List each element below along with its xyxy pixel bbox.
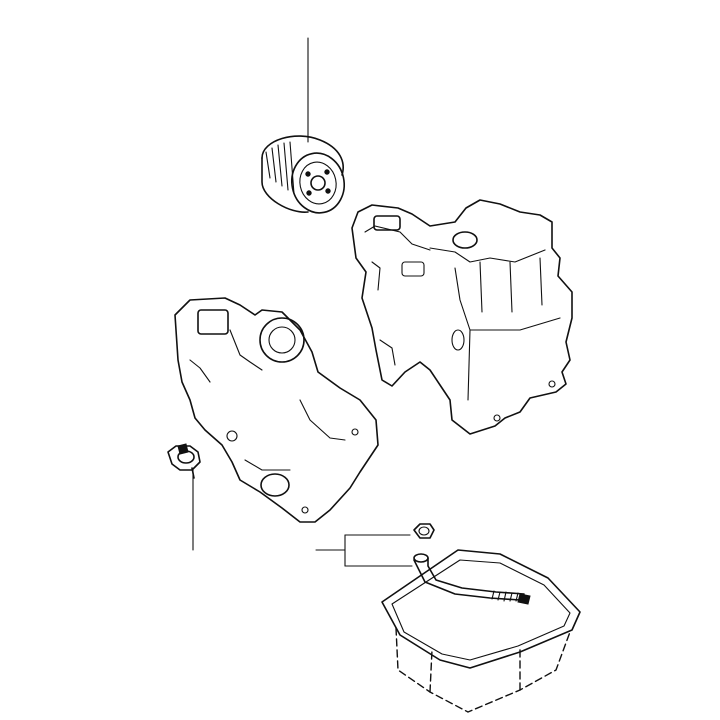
oil-filter-icon[interactable] xyxy=(261,135,350,218)
gear-case-icon[interactable] xyxy=(174,297,379,523)
tube-icon[interactable] xyxy=(413,553,531,605)
oil-pan-icon[interactable] xyxy=(381,549,581,713)
leader-lines xyxy=(192,37,413,567)
pressure-switch-icon[interactable] xyxy=(167,443,201,479)
nut-icon[interactable] xyxy=(413,523,435,539)
engine-block-icon[interactable] xyxy=(351,199,573,435)
leader-bracket-oil-pan-group xyxy=(315,534,413,567)
